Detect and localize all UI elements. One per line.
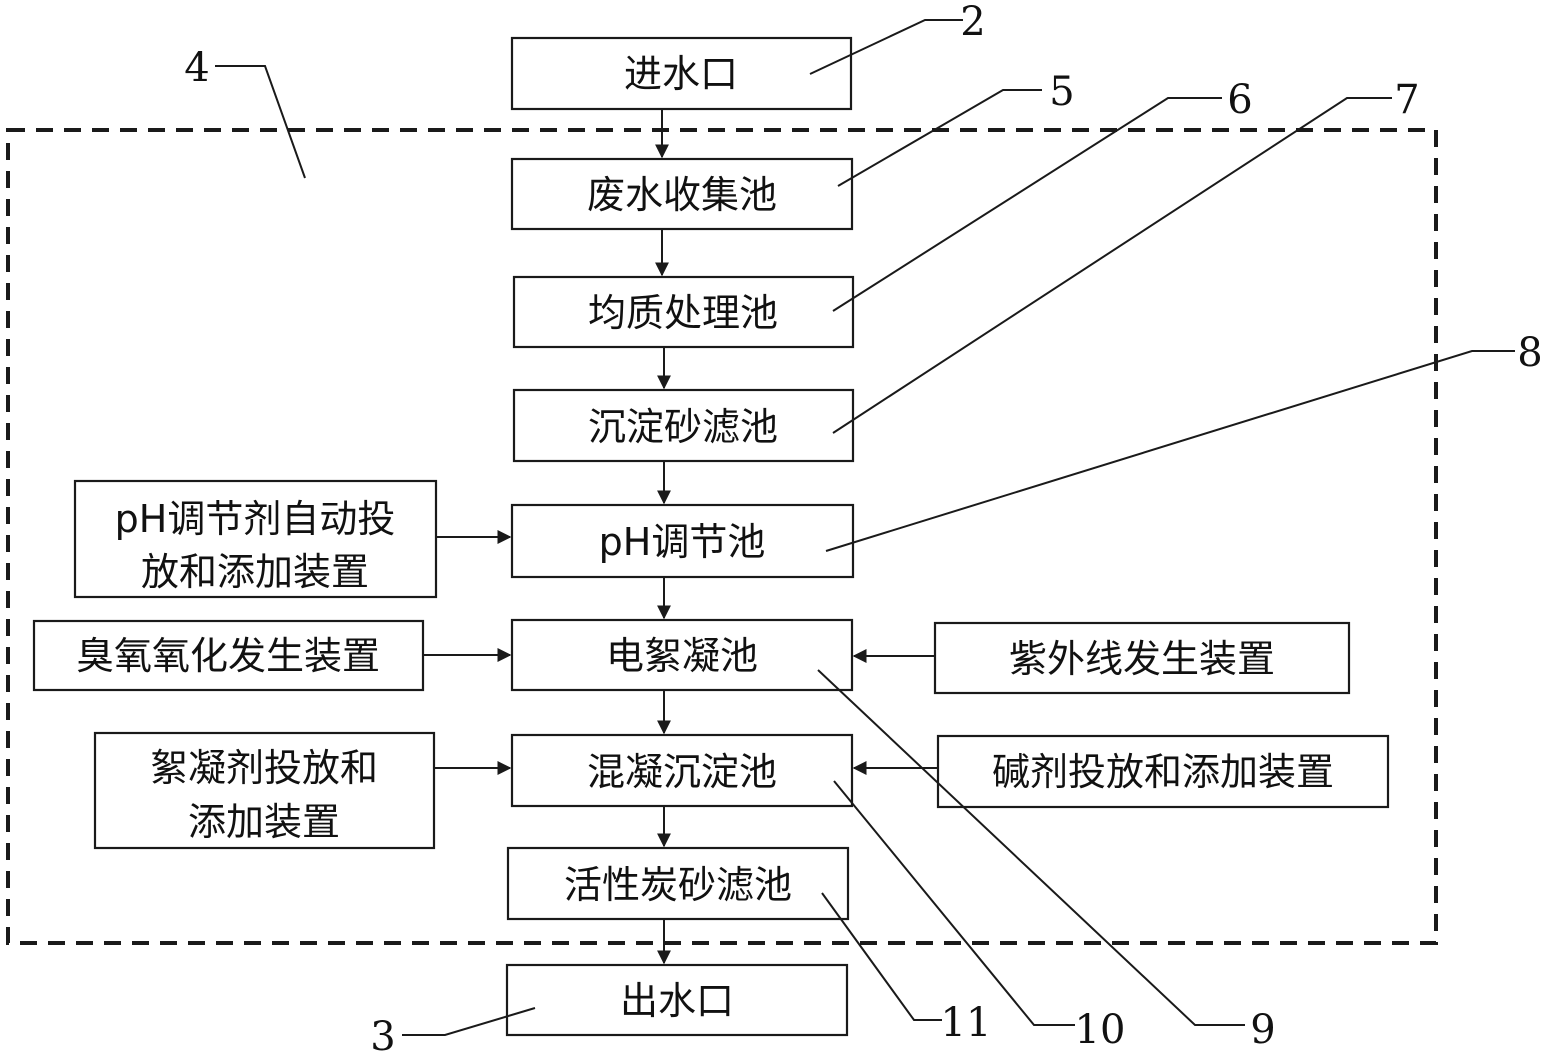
flocculant-dosing-device-box: 絮凝剂投放和 添加装置 [93, 731, 436, 850]
ph-dosing-device-box: pH调节剂自动投 放和添加装置 [73, 479, 438, 599]
electrocoag-tank-label: 电絮凝池 [606, 634, 758, 678]
ref-number-8: 8 [1517, 330, 1542, 376]
collection-tank-label: 废水收集池 [587, 173, 777, 217]
uv-generator-box: 紫外线发生装置 [933, 621, 1351, 695]
inlet-label: 进水口 [624, 52, 738, 96]
leader-5 [837, 89, 1042, 187]
ref-number-4: 4 [184, 45, 209, 91]
flocculant-dosing-label-line1: 絮凝剂投放和 [150, 746, 378, 790]
ref-number-7: 7 [1394, 77, 1419, 123]
homogenizing-tank-box: 均质处理池 [512, 275, 855, 349]
ph-dosing-label-line1: pH调节剂自动投 [115, 497, 396, 541]
ref-number-11: 11 [941, 1000, 992, 1046]
leader-10 [833, 780, 1075, 1026]
ph-dosing-label-line2: 放和添加装置 [141, 550, 369, 594]
ozone-generator-label: 臭氧氧化发生装置 [76, 634, 380, 678]
leader-7 [832, 97, 1392, 434]
leader-6 [832, 97, 1222, 312]
uv-generator-label: 紫外线发生装置 [1009, 637, 1275, 681]
alkali-dosing-label: 碱剂投放和添加装置 [992, 750, 1334, 794]
activated-carbon-filter-label: 活性炭砂滤池 [564, 863, 792, 907]
leader-11 [821, 892, 942, 1021]
coag-sedimentation-tank-box: 混凝沉淀池 [510, 733, 854, 808]
ref-number-2: 2 [960, 0, 985, 45]
main-flow-arrows [655, 110, 671, 965]
sedimentation-sand-filter-label: 沉淀砂滤池 [588, 405, 778, 449]
treatment-system-boundary [6, 128, 1438, 945]
leader-9 [817, 669, 1245, 1026]
sedimentation-sand-filter-box: 沉淀砂滤池 [512, 388, 855, 463]
ref-number-5: 5 [1049, 69, 1074, 115]
electrocoag-tank-box: 电絮凝池 [510, 618, 854, 692]
inlet-box: 进水口 [510, 36, 853, 111]
ph-tank-label: pH调节池 [599, 520, 766, 564]
flocculant-dosing-label-line2: 添加装置 [188, 800, 340, 844]
leader-2 [809, 19, 963, 75]
ref-number-6: 6 [1227, 77, 1252, 123]
ref-number-10: 10 [1075, 1007, 1126, 1053]
outlet-label: 出水口 [620, 979, 734, 1023]
ref-number-3: 3 [370, 1014, 395, 1055]
collection-tank-box: 废水收集池 [510, 157, 854, 231]
leader-3 [402, 1007, 536, 1036]
reference-numbers: 2 4 5 6 7 8 9 10 11 3 [184, 0, 1542, 1055]
leader-lines [215, 19, 1515, 1036]
activated-carbon-filter-box: 活性炭砂滤池 [506, 846, 850, 921]
homogenizing-tank-label: 均质处理池 [588, 291, 778, 335]
feed-arrows [423, 530, 938, 775]
ozone-generator-box: 臭氧氧化发生装置 [32, 619, 425, 692]
outlet-box: 出水口 [505, 963, 849, 1037]
ph-tank-box: pH调节池 [510, 503, 855, 579]
leader-8 [825, 350, 1515, 552]
alkali-dosing-device-box: 碱剂投放和添加装置 [936, 734, 1390, 809]
leader-4 [215, 65, 306, 179]
ref-number-9: 9 [1250, 1007, 1275, 1053]
coag-sedimentation-tank-label: 混凝沉淀池 [587, 750, 777, 794]
